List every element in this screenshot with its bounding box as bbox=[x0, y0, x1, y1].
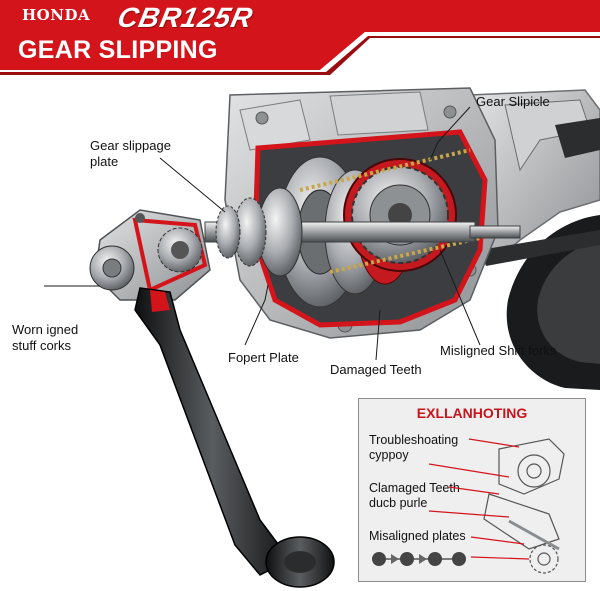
leader-lines bbox=[44, 106, 481, 361]
callout-worn-forks: Worn igned stuff corks bbox=[12, 322, 79, 353]
frame-bracket bbox=[469, 89, 600, 266]
callout-fopert-plate: Fopert Plate bbox=[228, 350, 299, 365]
inset-plate-chain bbox=[372, 552, 466, 566]
rear-wheel bbox=[506, 215, 600, 390]
inset-panel: EXLLANHOTING Troubleshoating cyppoy Clam… bbox=[358, 398, 586, 582]
callout-gear-slippage-plate: Gear slippage plate bbox=[90, 138, 171, 169]
inset-title: EXLLANHOTING bbox=[416, 405, 528, 421]
inset-sketch bbox=[372, 438, 565, 574]
shifter-assembly bbox=[89, 209, 211, 301]
gear-lever bbox=[134, 287, 335, 588]
callout-misligned-shift-forks: Misligned Shift forks bbox=[440, 343, 557, 358]
inset-item-troubleshooting: Troubleshoating cyppoy bbox=[369, 433, 459, 462]
callout-damaged-teeth: Damaged Teeth bbox=[330, 362, 422, 377]
inset-item-clamaged-teeth: Clamaged Teeth ducb purle bbox=[369, 481, 460, 510]
brand-logo: HONDA bbox=[22, 6, 91, 24]
callout-gear-slipicle: Gear Slipicle bbox=[476, 94, 550, 109]
inset-item-misaligned-plates: Misaligned plates bbox=[369, 529, 466, 543]
main-shaft bbox=[204, 187, 521, 277]
shift-fork-rod bbox=[299, 148, 471, 192]
header-banner bbox=[0, 0, 600, 75]
page-title: GEAR SLIPPING bbox=[18, 36, 218, 64]
